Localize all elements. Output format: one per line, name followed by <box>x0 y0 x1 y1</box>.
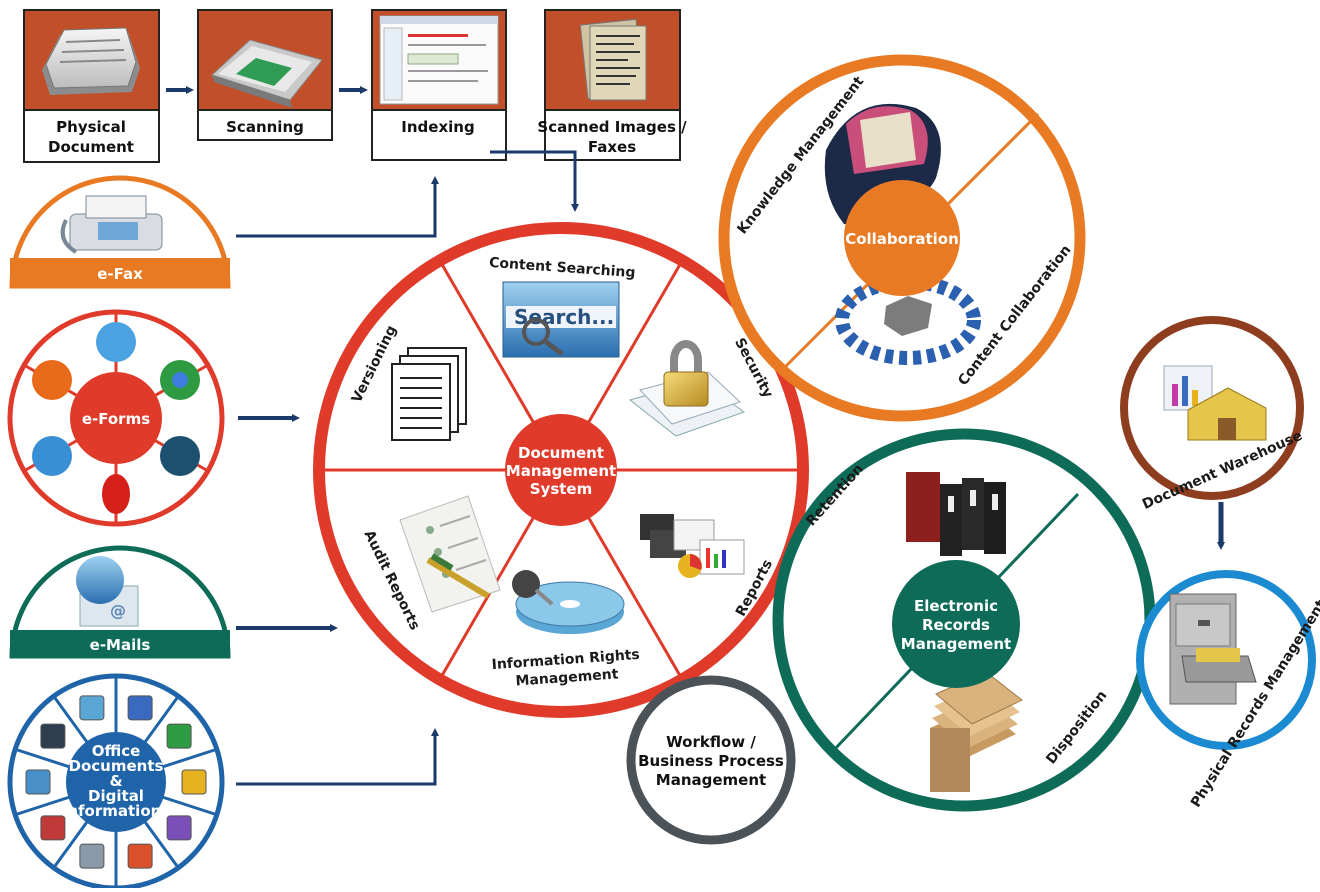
padlock-icon <box>628 340 746 437</box>
efax-label: e-Fax <box>97 265 143 283</box>
indexing-software-icon <box>379 15 499 105</box>
scanning-label: Scanning <box>226 118 304 136</box>
word-icon <box>79 695 105 721</box>
world-doc-icon <box>25 769 51 795</box>
globe-icon <box>79 843 105 869</box>
scanned-pages-icon <box>579 18 647 101</box>
arrow-office-to-dms <box>236 728 439 786</box>
collaboration-center-label: Collaboration <box>845 230 959 248</box>
search-banner-icon: Search... <box>502 281 620 358</box>
physical-records-circle: Physical Records Management <box>1136 570 1320 810</box>
arrow-efax-to-indexing <box>236 176 439 238</box>
people-puzzle-icon <box>835 275 981 365</box>
arrow-indexing-to-dms <box>490 150 579 212</box>
box-scanned-images: Scanned Images /Faxes <box>537 9 687 161</box>
emails-source: @ e-Mails <box>9 545 231 659</box>
box-indexing: Indexing <box>371 9 507 161</box>
warehouse-chart-icon <box>1163 365 1267 441</box>
fax-machine-icon <box>60 195 163 254</box>
flatbed-scanner-icon <box>211 39 323 108</box>
box-scanning: Scanning <box>197 9 333 141</box>
eforms-label: e-Forms <box>82 410 150 428</box>
search-banner-text: Search... <box>514 305 614 329</box>
efax-source: e-Fax <box>9 175 231 289</box>
indexing-label: Indexing <box>401 118 474 136</box>
excel-icon <box>166 723 192 749</box>
newspaper-stack-icon <box>42 27 140 95</box>
firefox-icon <box>32 360 72 400</box>
safari-icon <box>32 436 72 476</box>
mail-folder-icon <box>181 769 207 795</box>
onenote-icon <box>166 815 192 841</box>
clapperboard-icon <box>127 695 153 721</box>
document-warehouse-circle: Document Warehouse <box>1120 316 1305 513</box>
collaboration-circle: Collaboration Knowledge Management Conte… <box>718 54 1086 422</box>
powerpoint-icon <box>127 843 153 869</box>
opera-icon <box>102 474 130 514</box>
svg-text:@: @ <box>110 601 126 620</box>
pdf-icon <box>40 815 66 841</box>
internet-explorer-icon <box>96 322 136 362</box>
email-globe-icon: @ <box>76 556 139 627</box>
eforms-source: e-Forms <box>7 309 225 527</box>
checklist-pen-icon <box>399 495 501 613</box>
emails-label: e-Mails <box>90 636 151 654</box>
cd-keys-icon <box>512 570 625 634</box>
scanned-images-label: Scanned Images /Faxes <box>537 118 687 156</box>
document-copies-icon <box>391 347 467 441</box>
binders-icon <box>906 472 1006 556</box>
report-charts-icon <box>640 514 745 578</box>
folder-stack-icon <box>930 671 1023 792</box>
video-icon <box>40 723 66 749</box>
camino-icon <box>160 436 200 476</box>
dms-wheel: Search... <box>313 222 809 718</box>
filing-cabinet-icon <box>1169 593 1257 705</box>
